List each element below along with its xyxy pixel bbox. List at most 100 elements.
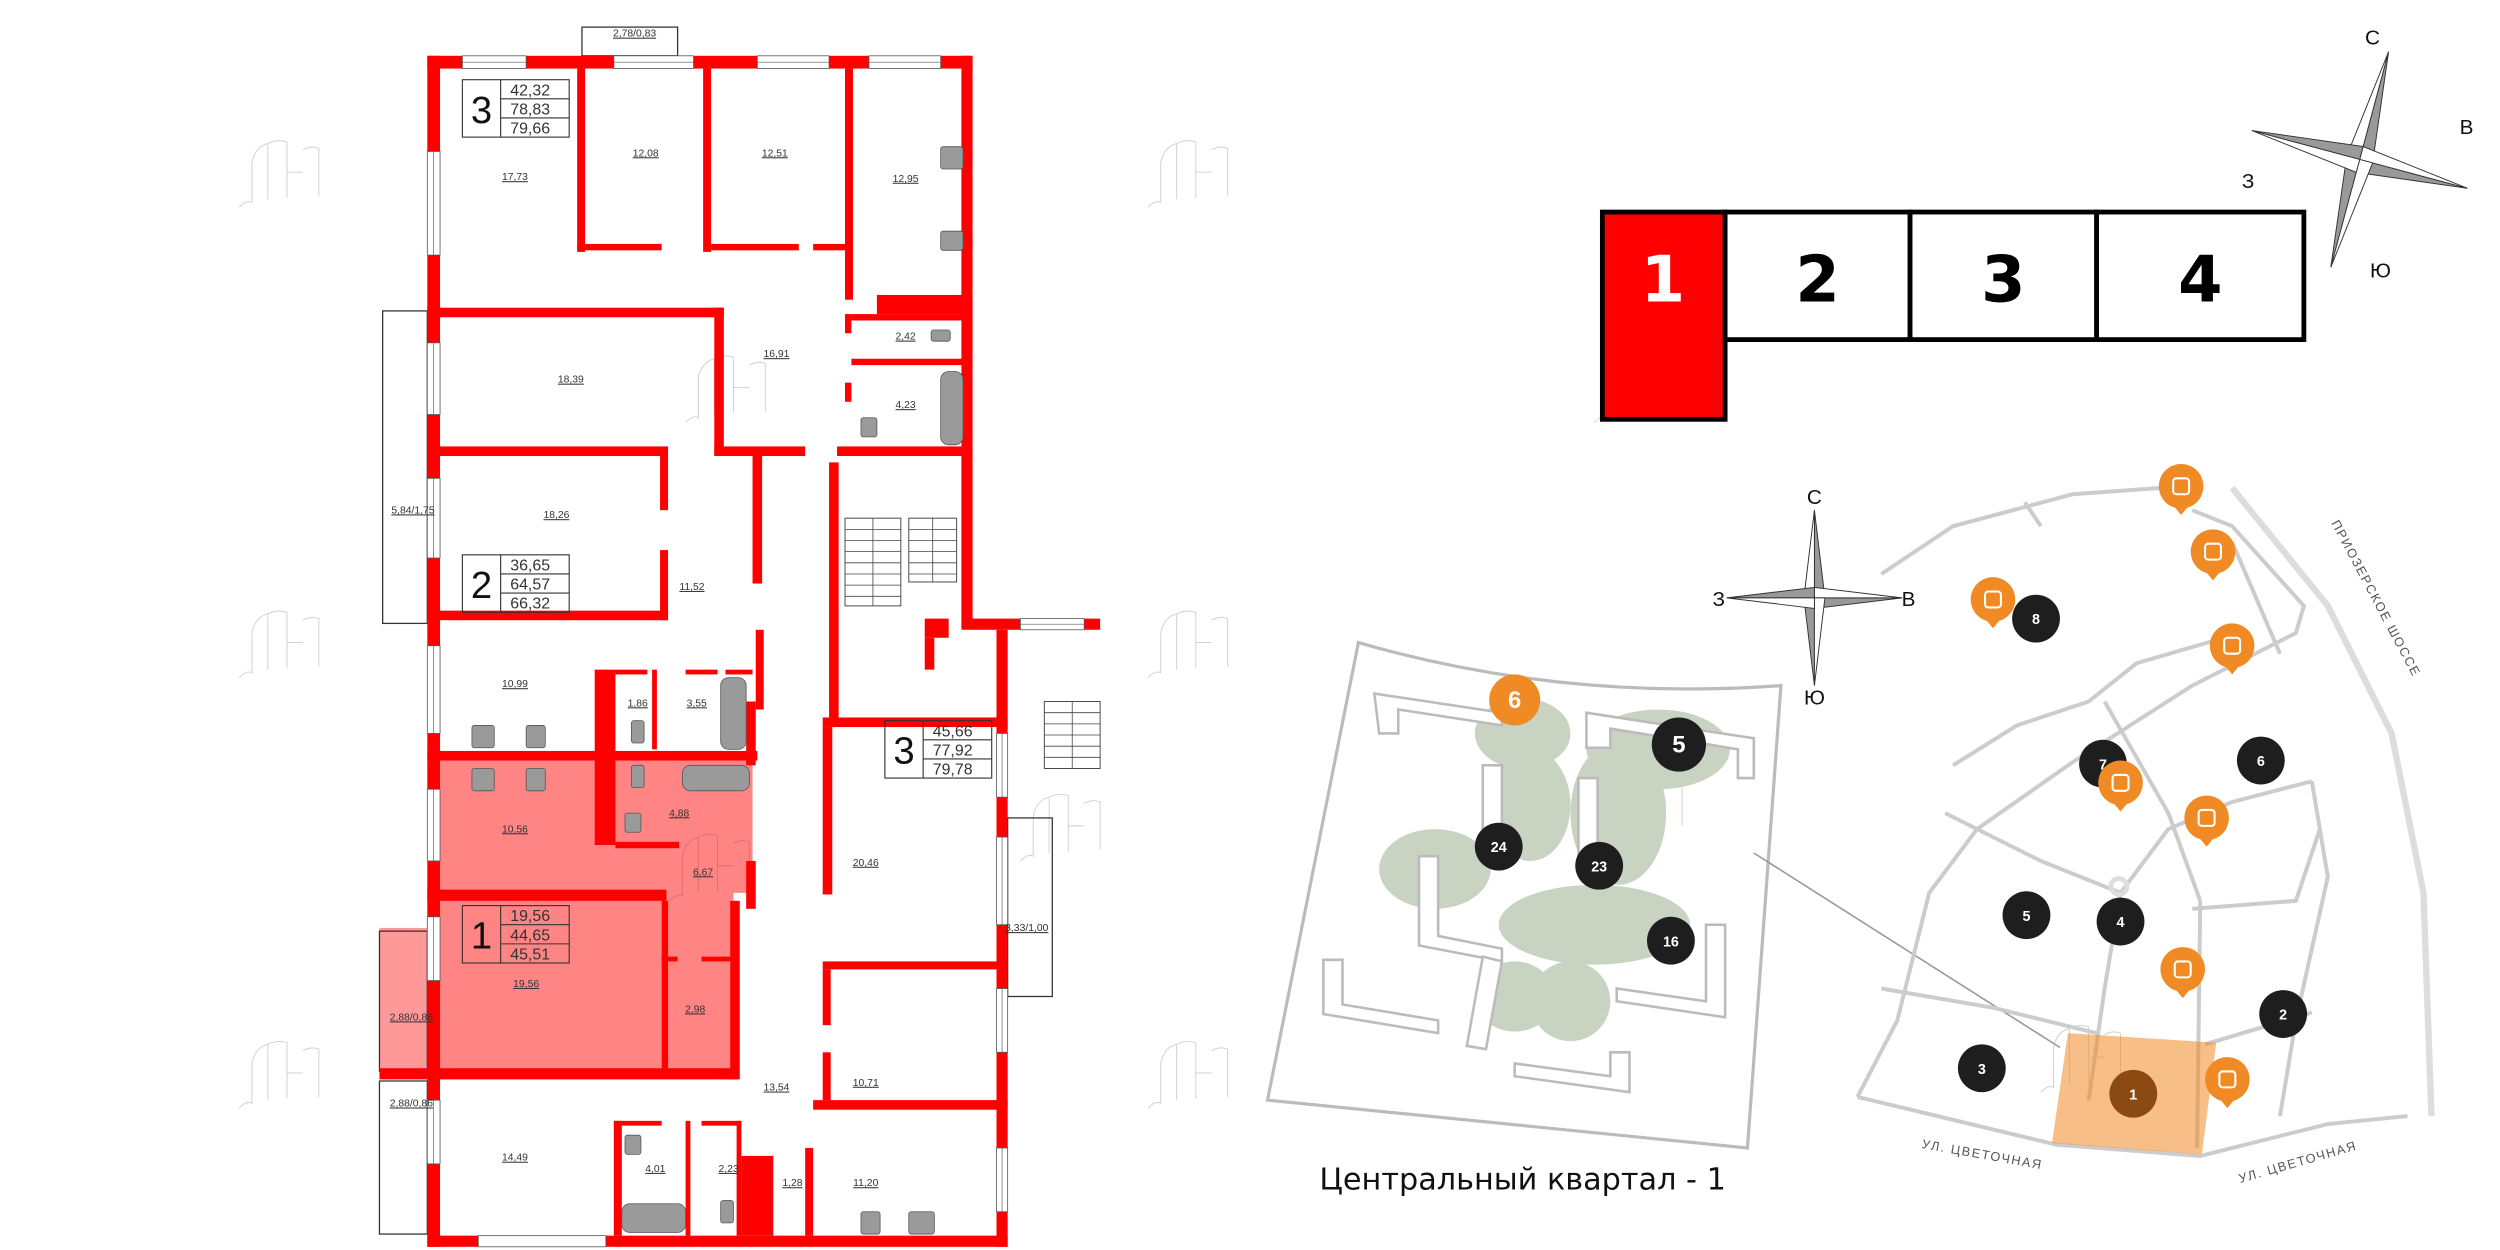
quarter-map-title: Центральный квартал - 1 [1319,1162,1725,1197]
wall [427,1235,1008,1247]
street [2192,828,2322,911]
wall [661,900,669,1072]
total-area-with-balcony: 66,32 [510,596,550,613]
window [868,55,942,69]
room-area-label: 18,26 [543,510,569,521]
staircase [908,517,958,583]
watermark-logo [2040,1025,2122,1093]
window [996,1147,1009,1213]
wall [661,956,678,962]
living-area: 42,32 [510,82,550,99]
wall [427,55,973,69]
wall [652,669,657,750]
window [461,55,527,69]
floor-number: 3 [1981,243,2025,317]
wall [427,307,724,318]
floor-button-4[interactable]: 4 [2094,209,2307,342]
wall [711,243,799,251]
compass-label-south: Ю [2370,259,2391,282]
quarter-marker-6[interactable]: 6 [2236,736,2285,785]
quarter-marker-3[interactable]: 3 [1957,1044,2006,1093]
building-marker-24[interactable]: 24 [1474,822,1523,871]
street [2278,780,2330,1117]
wall [924,637,935,670]
wall [660,550,669,621]
school-icon[interactable] [1970,577,2016,629]
room-area-label: 2,98 [685,1004,705,1015]
roundabout [2108,876,2130,897]
compass-label-west: З [2242,170,2255,193]
selected-apartment-highlight[interactable] [440,760,753,1072]
floor-number: 2 [1795,243,1839,317]
basketball-icon[interactable] [2184,795,2229,847]
wall [746,860,756,909]
wall [701,956,737,962]
room-area-label: 4,88 [669,808,689,819]
balcony [1007,817,1053,998]
wall [961,55,973,622]
room-count: 1 [471,915,492,958]
street [1856,1095,2408,1158]
room-area-label: 2,88/0,86 [390,1012,433,1023]
marker-label: 1 [2129,1087,2137,1103]
medical-icon[interactable] [2209,623,2255,675]
building-marker-6[interactable]: 6 [1489,674,1541,726]
total-area-with-balcony: 79,66 [510,121,550,138]
wall [996,629,1008,1247]
quarter-marker-5[interactable]: 5 [2002,891,2051,940]
room-count: 3 [893,730,914,773]
quarter-marker-8[interactable]: 8 [2012,594,2060,643]
wall [615,841,680,849]
building-marker-5[interactable]: 5 [1651,717,1706,772]
room-area-label: 2,23 [719,1164,739,1175]
window [426,916,441,981]
room-area-label: 11,52 [679,582,704,593]
school-icon[interactable] [2098,760,2143,812]
quarter-marker-1[interactable]: 1 [2109,1069,2158,1118]
building-marker-23[interactable]: 23 [1575,841,1624,890]
toilet-icon [720,1200,734,1224]
quarter-marker-4[interactable]: 4 [2096,897,2145,946]
compass-label-north: С [2365,27,2380,50]
sink-icon [525,725,546,749]
wall [427,750,758,761]
room-area-label: 20,46 [853,858,879,869]
wall [822,717,1008,728]
street [1880,484,2185,576]
street [1881,986,2098,1036]
floor-button-1[interactable]: 1 [1599,209,1728,422]
bathtub-icon [681,764,750,792]
sink-icon [940,230,964,251]
toilet-icon [930,329,951,342]
compass-label-north: С [1807,486,1822,509]
school-icon[interactable] [2160,947,2206,999]
wall [685,669,718,675]
road-label: УЛ. ЦВЕТОЧНАЯ [1921,1136,2044,1172]
wall [851,358,965,366]
shopping-bag-icon[interactable] [2205,1057,2250,1109]
watermark-logo [1020,793,1101,862]
building-marker-16[interactable]: 16 [1647,916,1695,965]
floor-button-2[interactable]: 2 [1722,209,1913,342]
wall [822,1052,831,1101]
floor-button-3[interactable]: 3 [1907,209,2100,342]
bathtub-icon [621,1203,686,1233]
wall [660,446,669,511]
quarter-marker-2[interactable]: 2 [2259,990,2308,1038]
watermark-logo [669,833,750,902]
callout-line [1753,852,2061,1049]
wall [701,1120,742,1126]
shopping-bag-icon[interactable] [2158,463,2204,515]
toilet-icon [630,720,645,744]
room-area-label: 12,95 [893,174,919,185]
watermark-logo [685,355,766,423]
washer-icon [624,1134,642,1155]
basketball-icon[interactable] [2190,529,2236,581]
